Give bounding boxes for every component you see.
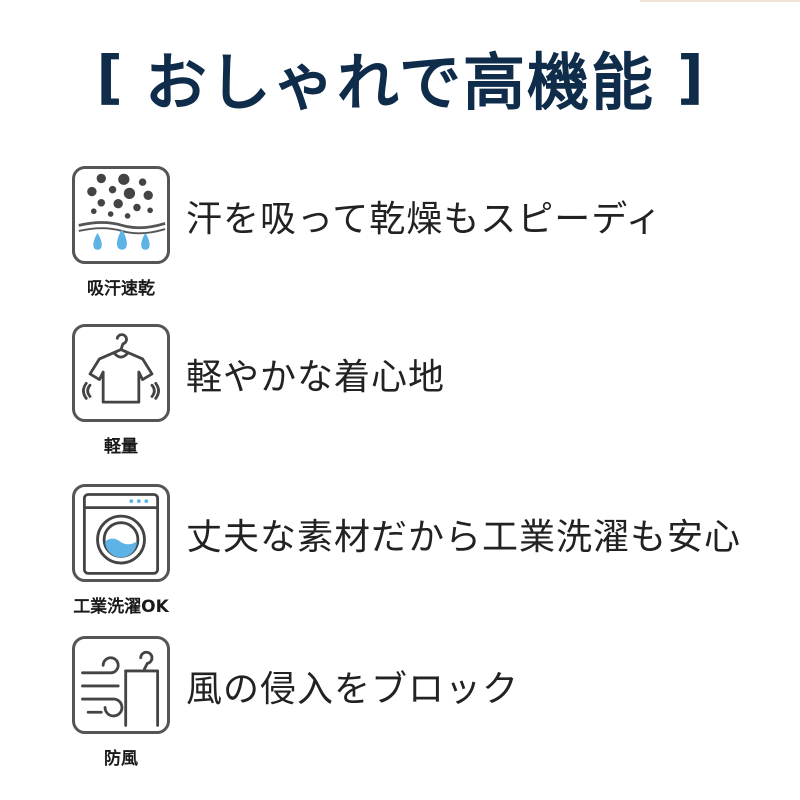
top-accent-line <box>640 0 800 2</box>
washing-machine-icon <box>72 484 170 582</box>
icon-label-windproof: 防風 <box>104 749 138 769</box>
feature-text-industrial-washing: 丈夫な素材だから工業洗濯も安心 <box>186 517 742 558</box>
windproof-icon <box>72 636 170 734</box>
title-text: おしゃれで高機能 <box>144 46 656 119</box>
feature-lightweight: 軽量 軽やかな着心地 <box>0 324 800 474</box>
title-open-bracket: [ <box>96 43 123 111</box>
feature-industrial-washing: 工業洗濯OK 丈夫な素材だから工業洗濯も安心 <box>0 484 800 634</box>
feature-sweat-quick-dry: 吸汗速乾 汗を吸って乾燥もスピーディ <box>0 166 800 316</box>
icon-label-industrial-washing: 工業洗濯OK <box>73 597 169 617</box>
feature-text-windproof: 風の侵入をブロック <box>186 669 520 710</box>
feature-windproof: 防風 風の侵入をブロック <box>0 636 800 786</box>
lightweight-shirt-icon <box>72 324 170 422</box>
icon-label-lightweight: 軽量 <box>104 437 138 457</box>
sweat-quick-dry-icon <box>72 166 170 264</box>
icon-label-sweat-quick-dry: 吸汗速乾 <box>87 279 155 299</box>
title-close-bracket: ] <box>677 43 704 111</box>
page-title: [ おしゃれで高機能 ] <box>0 32 800 122</box>
feature-text-sweat-quick-dry: 汗を吸って乾燥もスピーディ <box>186 199 663 240</box>
feature-text-lightweight: 軽やかな着心地 <box>186 357 446 398</box>
